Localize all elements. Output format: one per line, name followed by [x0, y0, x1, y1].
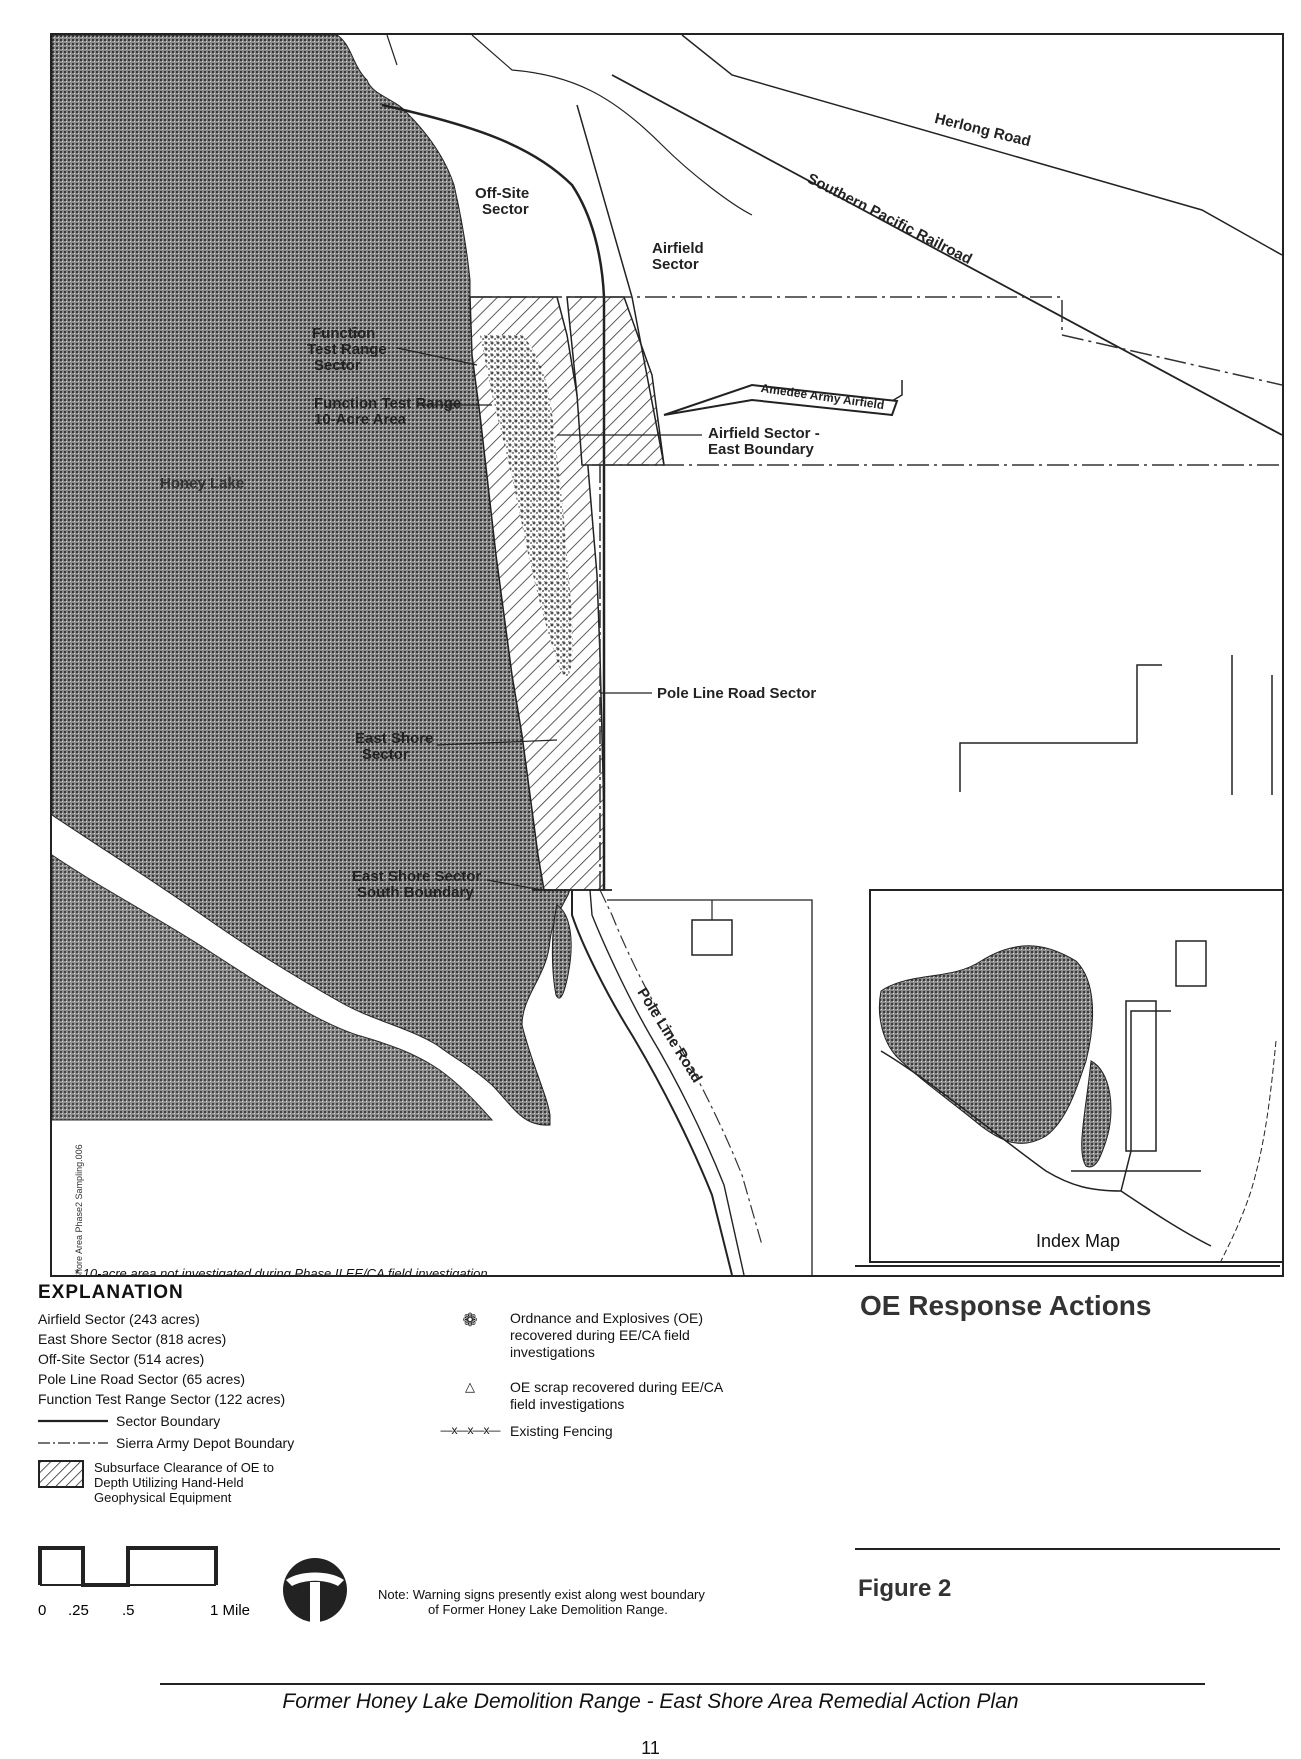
north-road	[386, 35, 753, 216]
legend-sector-boundary: Sector Boundary	[38, 1410, 438, 1432]
label-off-site-sector-1: Off-Site	[475, 185, 530, 202]
fence-north	[470, 296, 1282, 386]
index-map-drawing	[878, 940, 1277, 1261]
document-title: Former Honey Lake Demolition Range - Eas…	[282, 1690, 1019, 1713]
depot-boundary-line-sample	[38, 1442, 108, 1444]
label-function-test-range-3: Sector	[314, 357, 361, 374]
east-boundary-steps	[959, 655, 1273, 795]
hatch-swatch	[38, 1460, 84, 1488]
label-honey-lake: Honey Lake	[160, 475, 245, 492]
label-function-area-1: Function Test Range	[314, 395, 462, 412]
south-road	[607, 899, 813, 1275]
map-frame: Herlong Road Southern Pacific Railroad O…	[50, 33, 1284, 1277]
side-credit: Shore Area Phase2 Sampling.006	[74, 1144, 84, 1277]
title-rule-bottom	[855, 1548, 1280, 1550]
off-site-boundary-road	[381, 103, 606, 890]
amedee-road	[663, 383, 899, 417]
title-rule-top	[855, 1265, 1280, 1267]
label-function-test-range-1: Function	[312, 325, 376, 342]
label-off-site-sector-2: Sector	[482, 201, 529, 218]
label-airfield-sector-1: Airfield	[652, 240, 704, 257]
label-east-shore-sector-1: East Shore	[355, 730, 434, 747]
oe-recovered-icon: ❁	[462, 1310, 478, 1330]
warning-note: Note: Warning signs presently exist alon…	[378, 1587, 818, 1617]
label-function-area-2: 10-Acre Area	[314, 411, 406, 428]
scale-bar: 0 .25 .5 1 Mile	[38, 1546, 250, 1619]
index-roads	[880, 1010, 1212, 1247]
label-east-shore-sector-2: Sector	[362, 746, 409, 763]
map-drawing	[52, 35, 1282, 1275]
legend-airfield-sector: Airfield Sector (243 acres)	[38, 1311, 200, 1327]
pole-line-road-edge	[589, 889, 745, 1275]
legend-oe-recovered: ❁ Ordnance and Explosives (OE) recovered…	[430, 1310, 770, 1361]
legend-function-test-range-sector: Function Test Range Sector (122 acres)	[38, 1391, 286, 1407]
north-arrow-icon	[283, 1558, 347, 1624]
index-railroad	[1220, 1040, 1277, 1261]
legend-oe-scrap: △ OE scrap recovered during EE/CA field …	[430, 1379, 770, 1413]
scale-tick-0: 0	[38, 1602, 46, 1619]
scale-tick-05: .5	[122, 1602, 135, 1619]
label-airfield-sector-2: Sector	[652, 256, 699, 273]
footer-rule	[160, 1683, 1205, 1685]
fencing-label: Existing Fencing	[510, 1423, 613, 1439]
legend-east-shore-sector: East Shore Sector (818 acres)	[38, 1331, 227, 1347]
sector-boundary-label: Sector Boundary	[116, 1413, 221, 1429]
function-test-range-debris	[480, 335, 573, 677]
label-pole-line-road-sector: Pole Line Road Sector	[657, 685, 817, 702]
shore-spit	[551, 904, 572, 999]
sector-boundary-line-sample	[38, 1419, 108, 1423]
fencing-icon: —x—x—x—	[440, 1423, 501, 1437]
figure-number: Figure 2	[858, 1575, 952, 1602]
oe-scrap-icon: △	[465, 1379, 475, 1394]
structure-box	[691, 919, 733, 956]
symbol-legend: ❁ Ordnance and Explosives (OE) recovered…	[430, 1310, 770, 1458]
scale-tick-025: .25	[68, 1602, 89, 1619]
note-text: Warning signs presently exist along west…	[412, 1587, 705, 1602]
pole-line-fence	[599, 889, 763, 1246]
legend-off-site-sector: Off-Site Sector (514 acres)	[38, 1351, 205, 1367]
figure-heading: OE Response Actions	[860, 1290, 1152, 1321]
depot-boundary-label: Sierra Army Depot Boundary	[116, 1435, 295, 1451]
oe-scrap-label: OE scrap recovered during EE/CA field in…	[510, 1379, 723, 1412]
leader-function-range	[396, 347, 478, 366]
railroad	[611, 74, 1282, 436]
leader-south-boundary	[486, 879, 543, 891]
index-lake-east	[1081, 1060, 1112, 1168]
south-shore-shading	[52, 854, 494, 1121]
index-depot-block	[1125, 1000, 1157, 1152]
scale-tick-1-mile: 1 Mile	[210, 1602, 250, 1619]
leader-east-shore	[436, 739, 558, 746]
label-function-test-range-2: Test Range	[307, 341, 387, 358]
scale-bar-outline	[38, 1546, 218, 1587]
legend-hatch: Subsurface Clearance of OE to Depth Util…	[38, 1460, 438, 1505]
note-text-cont: of Former Honey Lake Demolition Range.	[428, 1602, 668, 1617]
explanation-title: EXPLANATION	[38, 1282, 184, 1303]
herlong-road	[681, 35, 1282, 256]
amedee-spur	[891, 380, 903, 402]
legend-pole-line-sector: Pole Line Road Sector (65 acres)	[38, 1371, 245, 1387]
index-map-title: Index Map	[1036, 1231, 1121, 1251]
explanation-legend: EXPLANATION Airfield Sector (243 acres) …	[38, 1282, 438, 1505]
legend-depot-boundary: Sierra Army Depot Boundary	[38, 1432, 438, 1454]
oe-recovered-label: Ordnance and Explosives (OE) recovered d…	[510, 1310, 703, 1360]
index-map: Index Map	[869, 889, 1282, 1263]
label-south-boundary-1: East Shore Sector	[352, 868, 482, 885]
label-airfield-east-boundary-2: East Boundary	[708, 441, 814, 458]
legend-fencing: —x—x—x— Existing Fencing	[430, 1423, 770, 1440]
label-airfield-east-boundary-1: Airfield Sector -	[708, 425, 820, 442]
map-footnote: * 10-acre area not investigated during P…	[74, 1266, 492, 1277]
pole-line-road	[571, 890, 733, 1275]
hatch-label: Subsurface Clearance of OE to Depth Util…	[94, 1460, 274, 1505]
index-box	[1175, 940, 1207, 987]
index-lake	[878, 945, 1093, 1144]
label-south-boundary-2: South Boundary	[357, 884, 474, 901]
page-number: 11	[641, 1738, 660, 1758]
airfield-hatched-strip	[566, 296, 665, 466]
note-prefix: Note:	[378, 1587, 410, 1602]
